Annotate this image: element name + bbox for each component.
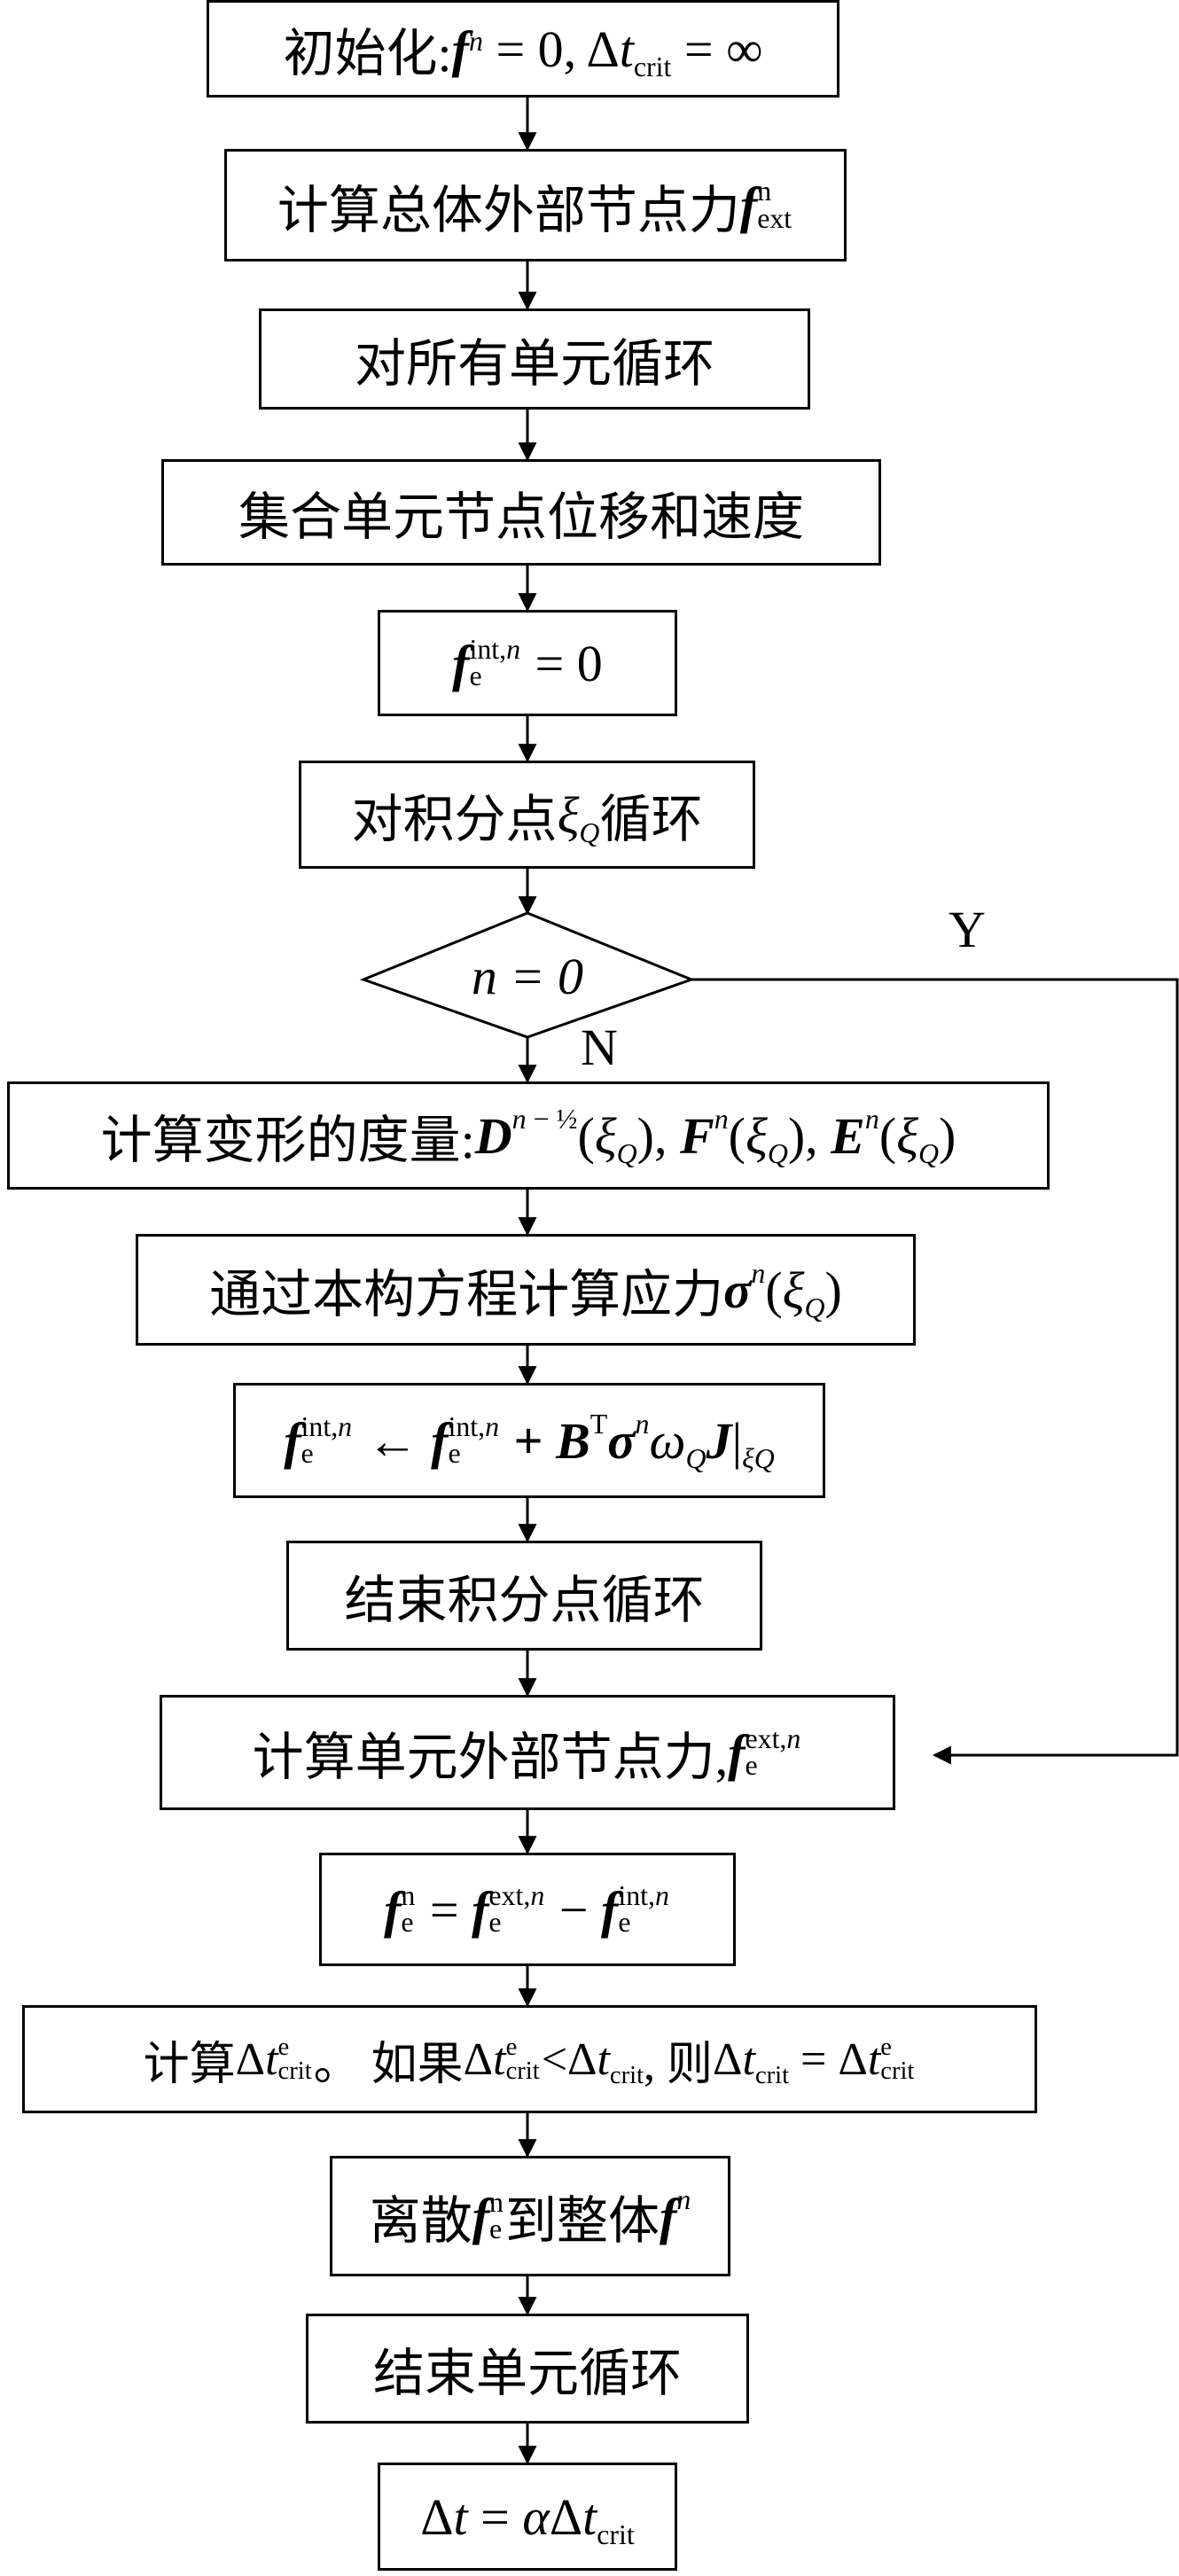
init-text: 初始化: bbox=[283, 25, 452, 82]
element-external-force-text: 计算单元外部节点力, bbox=[252, 1729, 729, 1786]
init-formula: fn bbox=[451, 20, 483, 78]
decision-diamond bbox=[359, 911, 696, 1039]
gather-text: 集合单元节点位移和速度 bbox=[238, 488, 804, 546]
ext-force-text: 计算总体外部节点力 bbox=[277, 181, 740, 239]
no-label: N bbox=[581, 1019, 618, 1076]
element-loop-box: 对所有单元循环 bbox=[259, 308, 810, 410]
ext-force-symbol: f bbox=[739, 176, 758, 234]
gather-box: 集合单元节点位移和速度 bbox=[161, 459, 881, 566]
quad-loop-text: 对积分点 bbox=[351, 791, 558, 848]
end-element-loop-text: 结束单元循环 bbox=[372, 2345, 682, 2402]
stress-text: 通过本构方程计算应力 bbox=[209, 1266, 724, 1323]
quad-loop-box: 对积分点 ξQ 循环 bbox=[299, 761, 755, 869]
quad-loop-suffix: 循环 bbox=[599, 791, 703, 848]
decision-label: n = 0 bbox=[471, 948, 584, 1005]
end-element-loop-box: 结束单元循环 bbox=[306, 2314, 749, 2424]
element-loop-text: 对所有单元循环 bbox=[354, 335, 714, 393]
yes-label: Y bbox=[949, 901, 986, 958]
end-quad-loop-text: 结束积分点循环 bbox=[344, 1572, 705, 1629]
yes-branch-arrow bbox=[691, 978, 1179, 1765]
timestep-box: Δt = αΔtcrit bbox=[378, 2463, 677, 2571]
deformation-text: 计算变形的度量: bbox=[100, 1112, 475, 1169]
init-box: 初始化: fn = 0, Δtcrit = ∞ bbox=[207, 0, 839, 98]
end-quad-loop-box: 结束积分点循环 bbox=[286, 1541, 762, 1651]
